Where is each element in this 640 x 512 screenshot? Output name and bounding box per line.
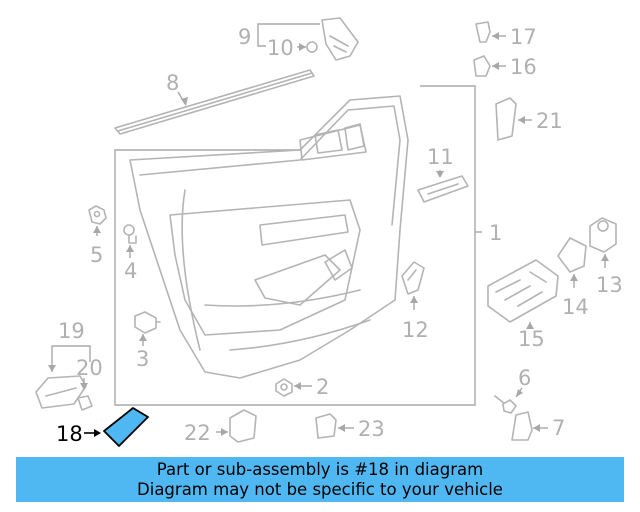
- part-22-connector: 22: [184, 409, 257, 445]
- part-6-screw: 6: [494, 366, 531, 414]
- callout-14: 14: [562, 295, 589, 319]
- part-13-switch: 13: [589, 217, 623, 297]
- callout-22: 22: [184, 421, 211, 445]
- callout-20: 20: [76, 356, 103, 380]
- callout-19: 19: [58, 319, 85, 343]
- part-1-door-panel: 1: [114, 85, 502, 406]
- callout-1: 1: [489, 221, 502, 245]
- footer-banner: Part or sub-assembly is #18 in diagram D…: [16, 457, 624, 502]
- part-20-screw: 20: [76, 356, 103, 411]
- part-18-highlighted: 18: [56, 407, 149, 447]
- callout-15: 15: [518, 327, 545, 351]
- part-3-screw-clip: 3: [134, 311, 161, 371]
- callout-5: 5: [90, 243, 103, 267]
- callout-21: 21: [536, 109, 563, 133]
- part-10-screw: 10: [267, 36, 318, 60]
- part-19-handle-assembly: 19: [35, 319, 91, 409]
- callout-11: 11: [427, 145, 454, 169]
- callout-6: 6: [518, 366, 531, 390]
- part-5-bracket: 5: [88, 205, 107, 267]
- part-21-bracket: 21: [495, 97, 563, 141]
- callout-8: 8: [166, 71, 179, 95]
- part-15-window-switch: 15: [487, 259, 559, 351]
- callout-17: 17: [510, 25, 537, 49]
- part-18-shape: [103, 407, 149, 447]
- callout-7: 7: [552, 416, 565, 440]
- callout-3: 3: [136, 347, 149, 371]
- part-11-handle-trim: 11: [417, 145, 469, 203]
- part-23-connector: 23: [315, 413, 385, 441]
- callout-2: 2: [316, 375, 329, 399]
- callout-12: 12: [402, 318, 429, 342]
- callout-9: 9: [238, 25, 251, 49]
- part-12-switch-bezel: 12: [401, 261, 429, 342]
- callout-10: 10: [267, 36, 294, 60]
- part-4-screw: 4: [123, 224, 137, 283]
- part-14-switch: 14: [557, 237, 589, 319]
- part-7-clip: 7: [511, 411, 565, 441]
- callout-13: 13: [596, 273, 623, 297]
- callout-18: 18: [56, 422, 83, 446]
- footer-line-1: Part or sub-assembly is #18 in diagram: [156, 459, 484, 479]
- part-8-belt-molding: 8: [114, 69, 315, 135]
- callout-16: 16: [510, 55, 537, 79]
- part-17-clip: 17: [475, 21, 537, 49]
- footer-line-2: Diagram may not be specific to your vehi…: [137, 479, 503, 499]
- part-16-bracket: 16: [473, 55, 537, 79]
- callout-23: 23: [358, 417, 385, 441]
- callout-4: 4: [124, 259, 137, 283]
- part-2-clip: 2: [275, 375, 329, 399]
- part-9-mirror-cover: 9: [238, 17, 359, 61]
